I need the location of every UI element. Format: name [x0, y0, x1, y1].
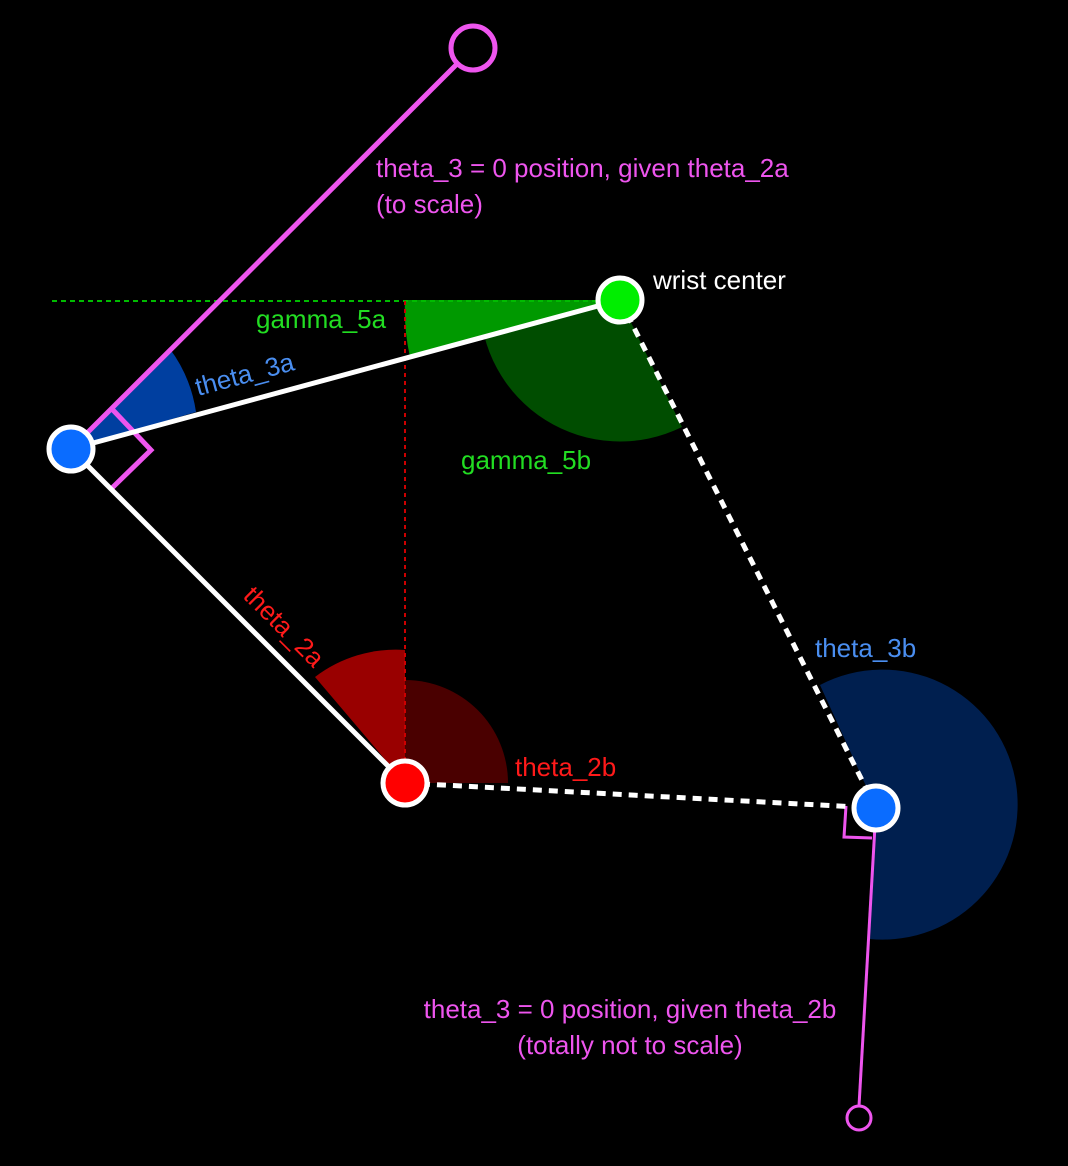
theta3-zero-endpoint-bottom — [845, 1104, 873, 1132]
right-angle-marker-top — [109, 407, 155, 491]
joint-red — [380, 758, 430, 808]
theta-2b-wedge — [405, 680, 508, 783]
theta3-zero-arm-top — [69, 59, 462, 451]
bottom-note-line2: (totally not to scale) — [517, 1030, 742, 1060]
theta-3b-wedge — [820, 669, 1018, 940]
theta-3a-wedge — [71, 349, 196, 449]
top-note-line2: (to scale) — [376, 189, 483, 219]
joint-wrist-center — [595, 275, 645, 325]
theta-2b-label: theta_2b — [515, 752, 616, 782]
joint-blue-a — [46, 424, 96, 474]
link-blue-to-red — [69, 447, 407, 785]
right-angle-marker-bottom — [842, 805, 873, 840]
gamma-5b-wedge — [479, 300, 682, 442]
gamma-5a-label: gamma_5a — [256, 304, 387, 334]
theta-3b-label: theta_3b — [815, 633, 916, 663]
joint-blue-b — [851, 783, 901, 833]
link-blue-to-wrist — [70, 297, 621, 452]
theta3-zero-endpoint-top — [448, 23, 498, 73]
bottom-note-line1: theta_3 = 0 position, given theta_2b — [424, 994, 837, 1024]
gamma-5b-label: gamma_5b — [461, 445, 591, 475]
theta-2a-wedge — [315, 649, 405, 783]
theta3-zero-arm-bottom — [857, 807, 878, 1107]
top-note-line1: theta_3 = 0 position, given theta_2a — [376, 153, 789, 183]
wrist-center-label: wrist center — [652, 265, 786, 295]
